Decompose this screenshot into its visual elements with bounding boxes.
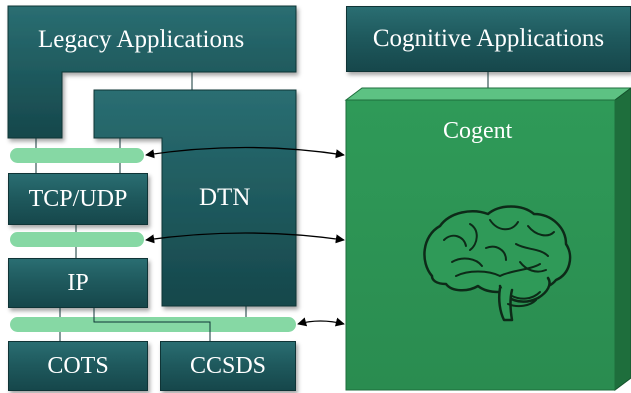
- cots-label: COTS: [47, 352, 109, 379]
- cogent-label: Cogent: [443, 118, 513, 144]
- ccsds-box: CCSDS: [160, 341, 296, 391]
- ip-box: IP: [8, 258, 148, 308]
- cognitive-applications-label: Cognitive Applications: [372, 25, 605, 52]
- ip-label: IP: [67, 269, 89, 296]
- bus-upper: [10, 148, 144, 163]
- tcp-udp-label: TCP/UDP: [28, 185, 128, 212]
- tcp-udp-box: TCP/UDP: [8, 173, 148, 225]
- ccsds-label: CCSDS: [189, 352, 267, 379]
- bus-middle: [10, 232, 144, 247]
- cots-box: COTS: [8, 341, 148, 391]
- bus-lower: [10, 317, 296, 332]
- cognitive-applications-box: Cognitive Applications: [346, 6, 631, 72]
- legacy-applications-label: Legacy Applications: [38, 26, 245, 53]
- dtn-label: DTN: [199, 184, 251, 211]
